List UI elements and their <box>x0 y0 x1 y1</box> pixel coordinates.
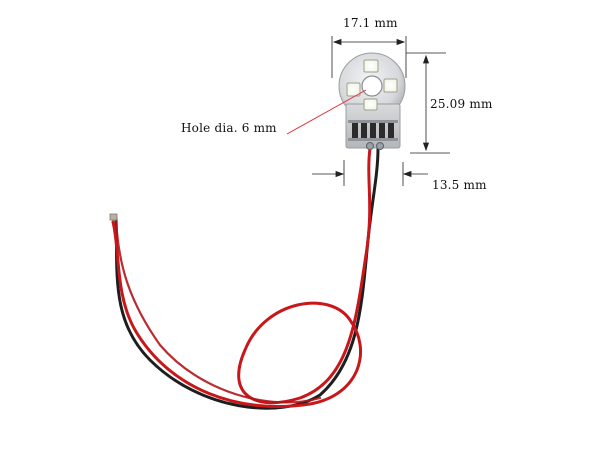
height-label: 25.09 mm <box>430 97 493 111</box>
depth-label: 13.5 mm <box>432 178 487 192</box>
led-pcb-board <box>338 52 406 150</box>
smd-leds <box>346 59 398 111</box>
hole-diameter-label: Hole dia. 6 mm <box>181 121 277 135</box>
depth-dimension <box>312 160 428 186</box>
hole-pointer-line <box>286 89 367 135</box>
resistor-row <box>348 120 398 141</box>
width-label: 17.1 mm <box>343 16 398 30</box>
width-dimension <box>331 36 407 78</box>
mounting-hole <box>361 75 383 97</box>
wire-black <box>114 146 380 410</box>
height-dimension <box>406 52 450 154</box>
wire-tip <box>109 213 118 221</box>
wire-red <box>111 146 372 408</box>
solder-joints <box>366 142 384 150</box>
